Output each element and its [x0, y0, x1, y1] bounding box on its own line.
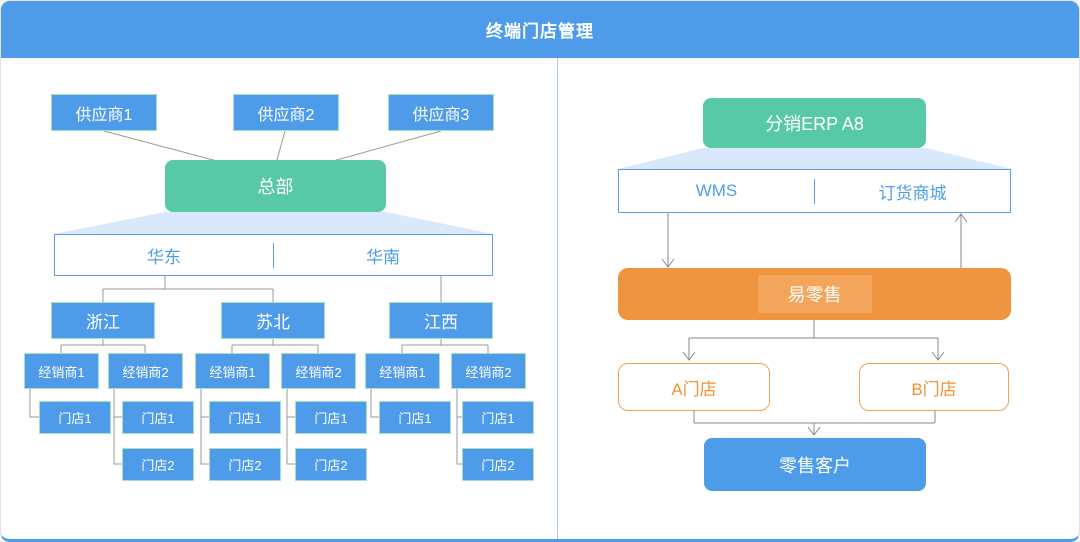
store-label: 门店2 — [228, 458, 262, 473]
store-node[interactable]: 门店1 — [379, 401, 451, 434]
region-east-node[interactable]: 华东 — [55, 243, 273, 268]
supplier-2-node[interactable]: 供应商2 — [233, 94, 339, 131]
distributor-label: 经销商2 — [295, 364, 342, 380]
store-label: 门店1 — [481, 411, 515, 426]
store-node[interactable]: 门店2 — [122, 448, 194, 481]
province-zhejiang-node[interactable]: 浙江 — [51, 302, 155, 339]
store-node[interactable]: 门店1 — [462, 401, 534, 434]
store-node[interactable]: 门店2 — [209, 448, 281, 481]
store-label: 门店1 — [58, 411, 92, 426]
distributor-node[interactable]: 经销商1 — [195, 353, 270, 389]
store-node[interactable]: 门店1 — [39, 401, 111, 434]
store-label: 门店2 — [141, 458, 175, 473]
distributor-node[interactable]: 经销商2 — [108, 353, 183, 389]
distributor-label: 经销商1 — [379, 364, 426, 380]
region-south-label: 华南 — [366, 247, 400, 267]
store-b-node[interactable]: B门店 — [859, 363, 1009, 411]
store-b-label: B门店 — [911, 379, 957, 399]
province-jiangxi-node[interactable]: 江西 — [389, 302, 493, 339]
region-south-node[interactable]: 华南 — [273, 242, 492, 268]
distributor-node[interactable]: 经销商1 — [24, 353, 99, 389]
store-a-label: A门店 — [671, 379, 717, 399]
store-node[interactable]: 门店1 — [209, 401, 281, 434]
store-node[interactable]: 门店1 — [295, 401, 367, 434]
distributor-label: 经销商1 — [38, 364, 85, 380]
province-jiangxi-label: 江西 — [424, 313, 458, 332]
store-label: 门店1 — [314, 411, 348, 426]
panel-divider — [557, 58, 558, 539]
province-subei-label: 苏北 — [256, 313, 290, 332]
province-subei-node[interactable]: 苏北 — [221, 302, 325, 339]
supplier-2-label: 供应商2 — [257, 106, 315, 124]
distributor-node[interactable]: 经销商2 — [281, 353, 356, 389]
distributor-label: 经销商1 — [209, 364, 256, 380]
module-row: WMS 订货商城 — [618, 169, 1011, 213]
wms-label: WMS — [695, 181, 738, 200]
supplier-1-label: 供应商1 — [75, 106, 133, 124]
store-label: 门店2 — [481, 458, 515, 473]
province-zhejiang-label: 浙江 — [86, 313, 120, 332]
supplier-1-node[interactable]: 供应商1 — [51, 94, 157, 131]
store-label: 门店1 — [228, 411, 262, 426]
supplier-3-node[interactable]: 供应商3 — [388, 94, 494, 131]
retail-customer-node[interactable]: 零售客户 — [704, 438, 926, 491]
page-title: 终端门店管理 — [486, 22, 594, 41]
order-mall-label: 订货商城 — [878, 183, 947, 203]
distributor-node[interactable]: 经销商2 — [451, 353, 526, 389]
store-node[interactable]: 门店1 — [122, 401, 194, 434]
erp-label: 分销ERP A8 — [765, 114, 864, 134]
store-node[interactable]: 门店2 — [462, 448, 534, 481]
retail-customer-label: 零售客户 — [779, 455, 851, 476]
store-label: 门店1 — [398, 411, 432, 426]
distributor-label: 经销商2 — [122, 364, 169, 380]
store-label: 门店1 — [141, 411, 175, 426]
store-a-node[interactable]: A门店 — [618, 363, 770, 411]
diagram-title-bar: 终端门店管理 — [1, 1, 1079, 58]
region-row: 华东 华南 — [54, 234, 493, 276]
distributor-node[interactable]: 经销商1 — [365, 353, 440, 389]
supplier-3-label: 供应商3 — [412, 106, 470, 124]
region-east-label: 华东 — [147, 247, 181, 267]
store-label: 门店2 — [314, 458, 348, 473]
distributor-label: 经销商2 — [465, 364, 512, 380]
order-mall-node[interactable]: 订货商城 — [814, 178, 1010, 204]
wms-node[interactable]: WMS — [619, 181, 814, 201]
store-node[interactable]: 门店2 — [295, 448, 367, 481]
erp-node[interactable]: 分销ERP A8 — [703, 98, 926, 148]
retail-platform-label: 易零售 — [757, 275, 872, 313]
retail-platform-node[interactable]: 易零售 — [618, 268, 1011, 320]
headquarters-label: 总部 — [257, 177, 294, 197]
headquarters-node[interactable]: 总部 — [165, 160, 386, 212]
